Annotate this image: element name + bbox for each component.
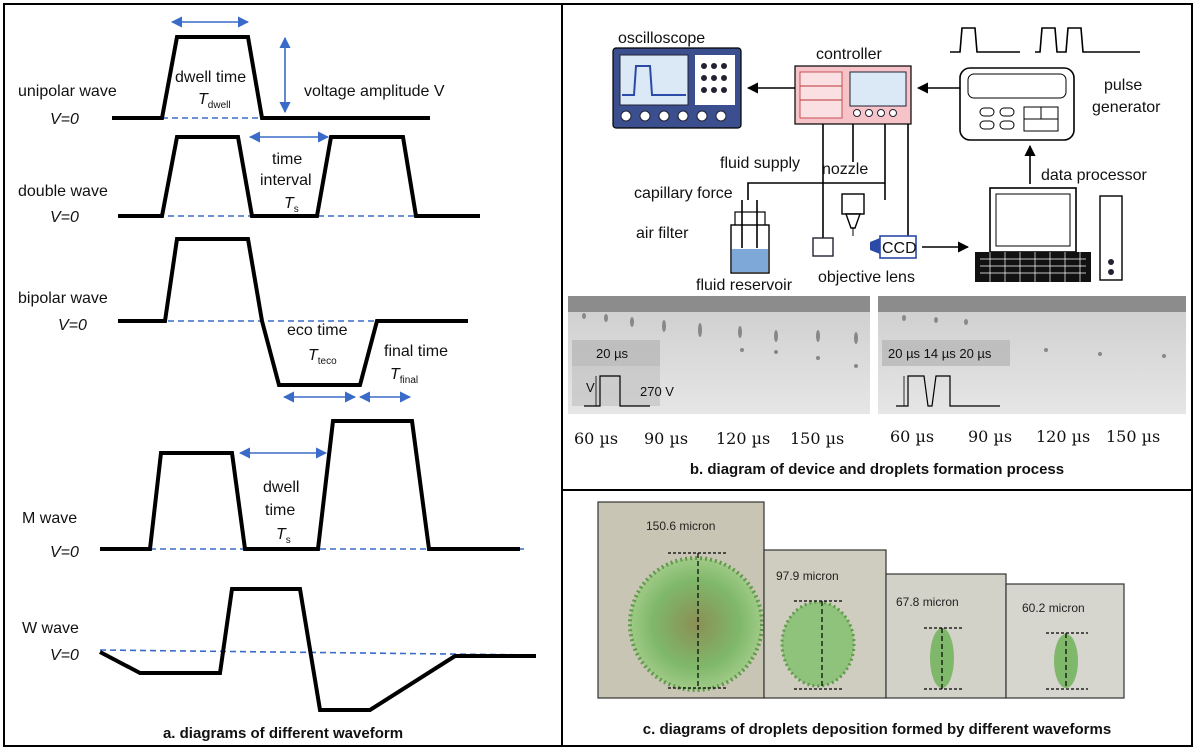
t-eco-symbol: Tteco: [308, 347, 337, 367]
w-wave: W wave V=0: [22, 587, 537, 712]
left-time-150: 150 µs: [790, 429, 844, 448]
unipolar-zero-label: V=0: [50, 111, 79, 128]
voltage-amplitude-label: voltage amplitude V: [304, 83, 445, 100]
v-axis-label: V: [586, 380, 595, 395]
droplet-67: 67.8 micron: [885, 573, 1007, 699]
right-time-150: 150 µs: [1106, 427, 1160, 446]
controller: controller: [794, 46, 912, 125]
w-zero-label: V=0: [50, 647, 79, 664]
final-time-label: final time: [384, 343, 448, 360]
dwell-time-label: dwell time: [175, 69, 246, 86]
panel-a-border: [3, 3, 563, 747]
droplet-photo-left: V 20 µs 270 V: [568, 296, 870, 414]
time-interval-label-2: interval: [260, 172, 312, 189]
right-time-120: 120 µs: [1036, 427, 1090, 446]
ccd-camera: CCD: [870, 235, 917, 259]
panel-c: 150.6 micron 97.9 micron 67.8 micron: [597, 501, 1125, 738]
droplet-60: 60.2 micron: [1005, 583, 1125, 699]
fluid-supply-label: fluid supply: [720, 155, 800, 172]
left-time-60: 60 µs: [574, 429, 618, 448]
droplet-150-label: 150.6 micron: [646, 519, 715, 533]
light-source: [812, 237, 834, 257]
droplet-photo-right: 20 µs 14 µs 20 µs: [878, 296, 1186, 414]
data-processor: data processor: [975, 167, 1148, 282]
capillary-force-label: capillary force: [634, 185, 733, 202]
unipolar-label: unipolar wave: [18, 83, 117, 100]
right-time-90: 90 µs: [968, 427, 1012, 446]
pulse-generator: pulse generator: [959, 67, 1161, 141]
m-wave: M wave V=0 dwell time Ts: [22, 419, 524, 561]
oscilloscope-label: oscilloscope: [618, 30, 705, 47]
panel-b: oscilloscope controller pulse generator: [568, 27, 1186, 478]
panel-c-caption: c. diagrams of droplets deposition forme…: [643, 721, 1111, 738]
double-wave: double wave V=0 time interval Ts: [18, 131, 480, 226]
fluid-reservoir-label: fluid reservoir: [696, 277, 793, 294]
droplet-97-label: 97.9 micron: [776, 569, 839, 583]
double-label: double wave: [18, 183, 108, 200]
nozzle-label: nozzle: [822, 161, 868, 178]
ccd-label: CCD: [882, 240, 917, 257]
nozzle-device: [841, 193, 865, 236]
m-ts-symbol: Ts: [276, 526, 291, 546]
double-zero-label: V=0: [50, 209, 79, 226]
left-time-120: 120 µs: [716, 429, 770, 448]
time-interval-label-1: time: [272, 151, 302, 168]
droplet-150: 150.6 micron: [597, 501, 765, 699]
right-photo-time: 20 µs 14 µs 20 µs: [888, 346, 992, 361]
bipolar-zero-label: V=0: [58, 317, 87, 334]
panel-a-caption: a. diagrams of different waveform: [163, 725, 403, 742]
left-photo-voltage: 270 V: [640, 384, 674, 399]
pulse-generator-label-2: generator: [1092, 99, 1161, 116]
right-time-60: 60 µs: [890, 427, 934, 446]
panel-b-caption: b. diagram of device and droplets format…: [690, 461, 1064, 478]
controller-label: controller: [816, 46, 882, 63]
air-filter-label: air filter: [636, 225, 689, 242]
left-photo-time: 20 µs: [596, 346, 629, 361]
droplet-60-label: 60.2 micron: [1022, 601, 1085, 615]
objective-lens-label: objective lens: [818, 269, 915, 286]
oscilloscope: oscilloscope: [612, 30, 742, 129]
m-dwell-label-2: time: [265, 502, 295, 519]
fluid-reservoir: fluid reservoir: [696, 200, 793, 294]
droplet-67-label: 67.8 micron: [896, 595, 959, 609]
left-time-90: 90 µs: [644, 429, 688, 448]
m-wave-label: M wave: [22, 510, 77, 527]
eco-time-label: eco time: [287, 322, 348, 339]
m-zero-label: V=0: [50, 544, 79, 561]
pulse-generator-label-1: pulse: [1104, 77, 1142, 94]
unipolar-wave: unipolar wave V=0 dwell time Tdwell volt…: [18, 16, 445, 128]
t-final-symbol: Tfinal: [390, 366, 418, 386]
w-wave-label: W wave: [22, 620, 79, 637]
m-dwell-label-1: dwell: [263, 479, 299, 496]
pulse-double-icon: [1035, 27, 1140, 53]
ts-symbol: Ts: [284, 195, 299, 215]
pulse-single-icon: [950, 27, 1020, 53]
data-processor-label: data processor: [1041, 167, 1148, 184]
bipolar-wave: bipolar wave V=0 eco time Tteco final ti…: [18, 237, 468, 403]
panel-a: unipolar wave V=0 dwell time Tdwell volt…: [18, 16, 537, 742]
t-dwell-symbol: Tdwell: [198, 91, 231, 111]
bipolar-label: bipolar wave: [18, 290, 108, 307]
panel-c-border: [561, 489, 1193, 747]
droplet-97: 97.9 micron: [763, 549, 887, 699]
